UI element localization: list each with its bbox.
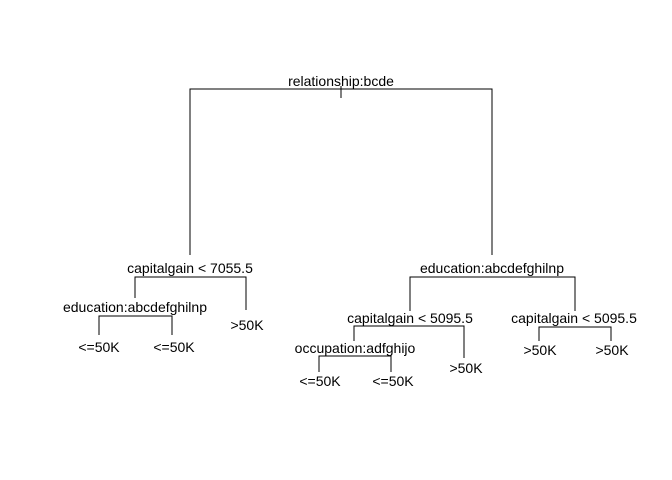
left-node-split-label: capitalgain < 7055.5 xyxy=(127,260,253,276)
right-node-split-label: education:abcdefghilnp xyxy=(420,260,564,276)
leaf-label: >50K xyxy=(230,317,264,333)
leaf-label: >50K xyxy=(523,342,557,358)
right-right-node-split-label: capitalgain < 5095.5 xyxy=(511,310,637,326)
left-left-node-split-label: education:abcdefghilnp xyxy=(63,299,207,315)
leaf-label: <=50K xyxy=(372,373,414,389)
right-node-branch xyxy=(409,276,576,311)
root-branch xyxy=(189,88,493,255)
left-left-node-branch xyxy=(98,315,173,335)
root-split-label: relationship:bcde xyxy=(288,73,394,89)
right-left-node-branch xyxy=(353,325,465,358)
right-left-node-split-label: capitalgain < 5095.5 xyxy=(347,310,473,326)
left-node-branch xyxy=(134,276,247,310)
right-right-node-branch xyxy=(538,326,612,341)
leaf-label: >50K xyxy=(595,342,629,358)
right-left-left-node-branch xyxy=(318,355,392,372)
leaf-label: <=50K xyxy=(78,339,120,355)
leaf-label: <=50K xyxy=(153,339,195,355)
leaf-label: <=50K xyxy=(299,373,341,389)
leaf-label: >50K xyxy=(449,360,483,376)
right-left-left-node-split-label: occupation:adfghijo xyxy=(295,340,416,356)
